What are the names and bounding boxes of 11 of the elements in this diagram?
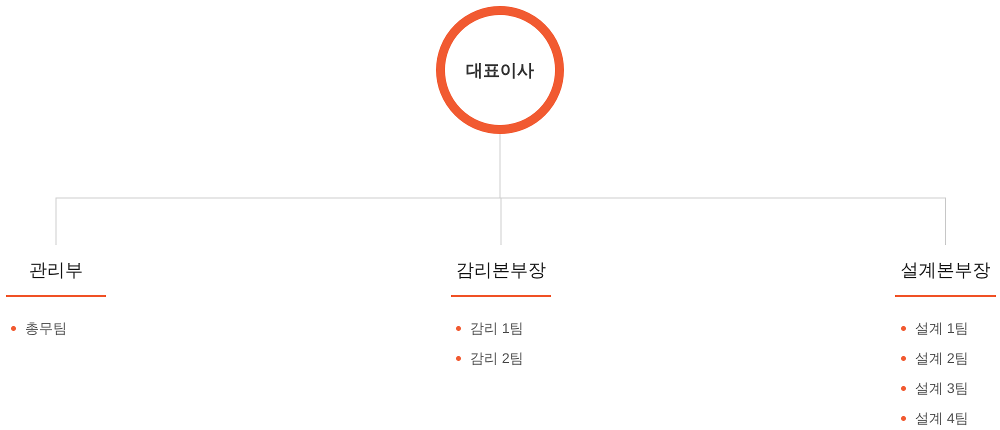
team-label: 설계 4팀 bbox=[915, 409, 969, 428]
department-heading: 설계본부장 bbox=[895, 245, 996, 297]
circle-node: 대표이사 bbox=[436, 6, 564, 134]
team-label: 설계 2팀 bbox=[915, 349, 969, 368]
team-label: 설계 3팀 bbox=[915, 379, 969, 398]
department-heading: 감리본부장 bbox=[451, 245, 551, 297]
department-heading: 관리부 bbox=[6, 245, 106, 297]
team-label: 설계 1팀 bbox=[915, 319, 969, 338]
team-label: 감리 2팀 bbox=[470, 349, 524, 368]
team-label: 감리 1팀 bbox=[470, 319, 524, 338]
team-label: 총무팀 bbox=[25, 319, 67, 338]
